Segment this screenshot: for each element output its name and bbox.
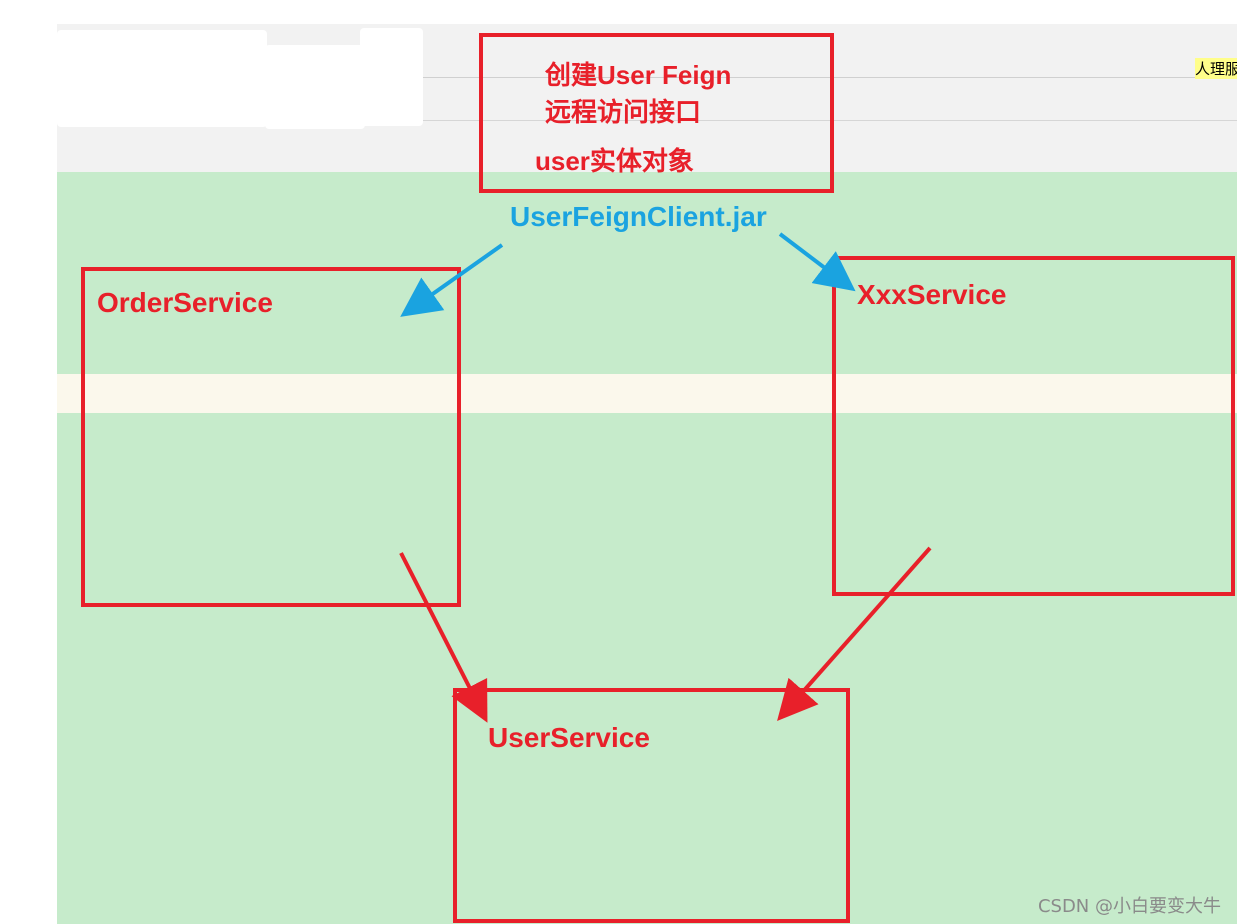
redacted-patch bbox=[57, 30, 267, 127]
feign-box bbox=[479, 33, 834, 193]
jar-to-order-arrow bbox=[400, 243, 504, 317]
toolbar-divider bbox=[57, 120, 1237, 121]
corner-highlighted-text: 人理服 bbox=[1195, 58, 1237, 79]
jar-to-xxx-arrow bbox=[778, 232, 856, 292]
redacted-patch bbox=[360, 28, 423, 126]
xxx-service-box bbox=[832, 256, 1235, 596]
order-service-box bbox=[81, 267, 461, 607]
feign-box-line-3: user实体对象 bbox=[535, 146, 694, 176]
order-service-label: OrderService bbox=[97, 287, 273, 318]
redacted-patch bbox=[265, 45, 365, 129]
toolbar-divider bbox=[57, 77, 1237, 78]
jar-label: UserFeignClient.jar bbox=[510, 201, 767, 232]
xxx-service-label: XxxService bbox=[857, 279, 1007, 310]
xxx-to-user-arrow bbox=[777, 546, 932, 721]
feign-box-line-1: 创建User Feign bbox=[545, 60, 732, 90]
user-service-label: UserService bbox=[488, 722, 650, 753]
feign-box-line-2: 远程访问接口 bbox=[545, 97, 702, 127]
order-to-user-arrow bbox=[399, 552, 488, 723]
green-background bbox=[57, 172, 1237, 924]
watermark: CSDN @小白要变大牛 bbox=[1037, 896, 1221, 917]
user-service-box bbox=[453, 688, 850, 923]
cream-band bbox=[57, 374, 1237, 413]
